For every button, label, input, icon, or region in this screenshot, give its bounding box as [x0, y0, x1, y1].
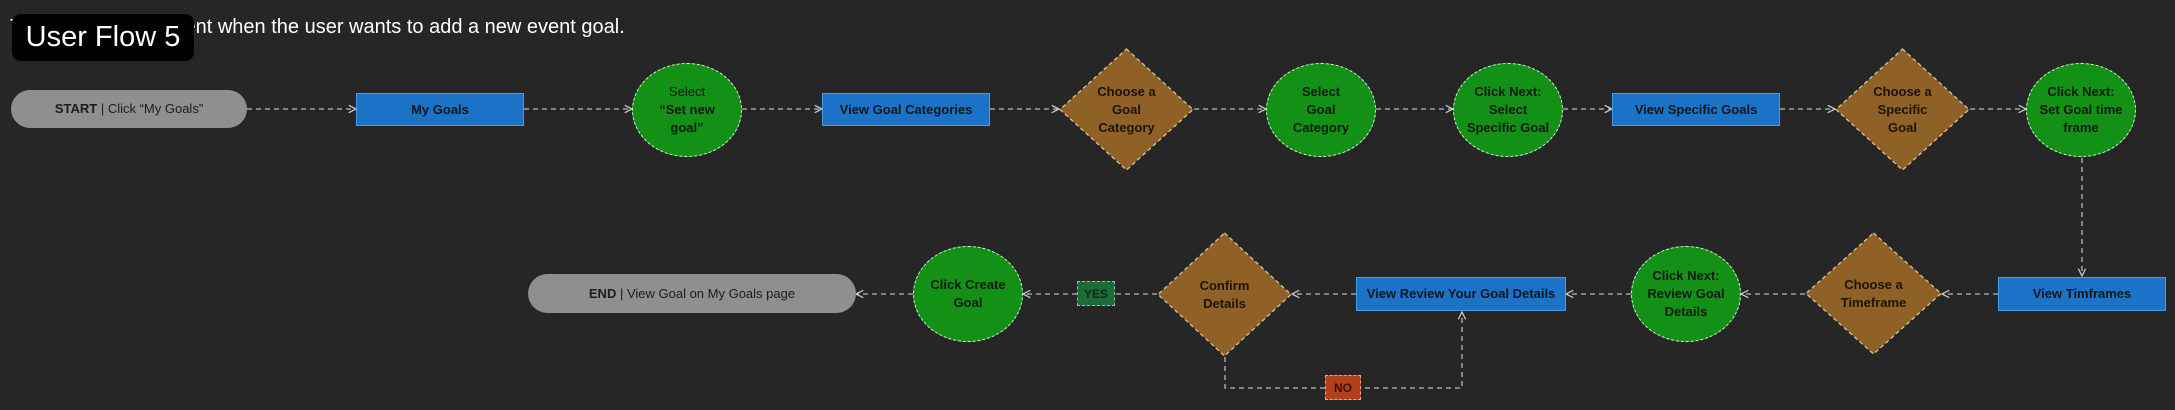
- confirm-details-line1: Confirm: [1199, 277, 1250, 293]
- click-next-timeframe-line1: Click Next:: [2047, 84, 2115, 99]
- start-text: Click “My Goals”: [107, 101, 204, 116]
- choose-specific-goal-line2: Specific: [1877, 101, 1928, 117]
- decision-diamond-shape: [1059, 48, 1194, 171]
- click-next-specific-line3: Specific Goal: [1466, 120, 1550, 135]
- select-new-goal-line1: Select: [668, 84, 706, 99]
- decision-diamond-shape: [1157, 232, 1292, 357]
- choose-goal-category-line2: Goal: [1112, 101, 1141, 117]
- choose-goal-category-node: Choose a Goal Category: [1059, 48, 1194, 171]
- click-next-review-line3: Details: [1664, 304, 1708, 319]
- flow-title: User Flow 5: [12, 14, 194, 61]
- select-goal-category-line1: Select: [1301, 84, 1341, 99]
- view-timeframes-node: View Timframes: [1998, 277, 2166, 311]
- click-next-specific-line1: Click Next:: [1474, 84, 1542, 99]
- view-goal-categories-node: View Goal Categories: [822, 93, 990, 126]
- no-tag: NO: [1325, 375, 1361, 400]
- select-new-goal-node: Select “Set new goal”: [632, 63, 742, 157]
- end-text: View Goal on My Goals page: [626, 285, 796, 301]
- start-label: START: [54, 101, 98, 116]
- end-label: END: [588, 285, 617, 301]
- view-review-details-node: View Review Your Goal Details: [1356, 277, 1566, 311]
- click-create-goal-line2: Goal: [953, 295, 983, 310]
- end-node: END | View Goal on My Goals page: [528, 274, 856, 313]
- yes-tag: YES: [1077, 281, 1115, 306]
- no-label: NO: [1334, 380, 1352, 395]
- click-next-timeframe-node: Click Next: Set Goal time frame: [2026, 63, 2136, 157]
- choose-specific-goal-line3: Goal: [1888, 119, 1917, 135]
- click-next-specific-node: Click Next: Select Specific Goal: [1453, 63, 1563, 157]
- connector-confirm-no-loop: [1224, 312, 1462, 389]
- yes-label: YES: [1083, 286, 1108, 301]
- click-next-review-line2: Review Goal: [1647, 286, 1725, 301]
- my-goals-label: My Goals: [411, 101, 469, 117]
- view-goal-categories-label: View Goal Categories: [839, 101, 973, 117]
- click-next-review-node: Click Next: Review Goal Details: [1631, 246, 1741, 342]
- choose-timeframe-line2: Timeframe: [1840, 294, 1907, 310]
- view-timeframes-label: View Timframes: [2032, 286, 2132, 301]
- choose-specific-goal-node: Choose a Specific Goal: [1835, 48, 1970, 171]
- select-new-goal-line2: “Set new: [659, 102, 715, 117]
- select-goal-category-line2: Goal: [1306, 102, 1336, 117]
- my-goals-node: My Goals: [356, 93, 524, 126]
- confirm-details-node: Confirm Details: [1157, 232, 1292, 357]
- choose-timeframe-node: Choose a Timeframe: [1805, 232, 1942, 355]
- view-specific-goals-node: View Specific Goals: [1612, 93, 1780, 126]
- view-review-details-label: View Review Your Goal Details: [1366, 286, 1556, 301]
- select-new-goal-line3: goal”: [670, 120, 704, 135]
- click-next-review-line1: Click Next:: [1652, 268, 1720, 283]
- choose-timeframe-line1: Choose a: [1844, 276, 1903, 292]
- choose-goal-category-line1: Choose a: [1097, 83, 1156, 99]
- choose-specific-goal-line1: Choose a: [1873, 83, 1932, 99]
- confirm-details-line2: Details: [1203, 295, 1246, 311]
- decision-diamond-shape: [1835, 48, 1970, 171]
- choose-goal-category-line3: Category: [1098, 119, 1155, 135]
- click-next-timeframe-line3: frame: [2063, 120, 2099, 135]
- decision-diamond-shape: [1805, 232, 1942, 355]
- click-create-goal-line1: Click Create: [930, 277, 1006, 292]
- click-create-goal-node: Click Create Goal: [913, 246, 1023, 342]
- view-specific-goals-label: View Specific Goals: [1634, 101, 1758, 117]
- click-next-timeframe-line2: Set Goal time: [2039, 102, 2123, 117]
- click-next-specific-line2: Select: [1488, 102, 1528, 117]
- select-goal-category-line3: Category: [1292, 120, 1350, 135]
- select-goal-category-node: Select Goal Category: [1266, 63, 1376, 157]
- start-node: START | Click “My Goals”: [11, 90, 247, 128]
